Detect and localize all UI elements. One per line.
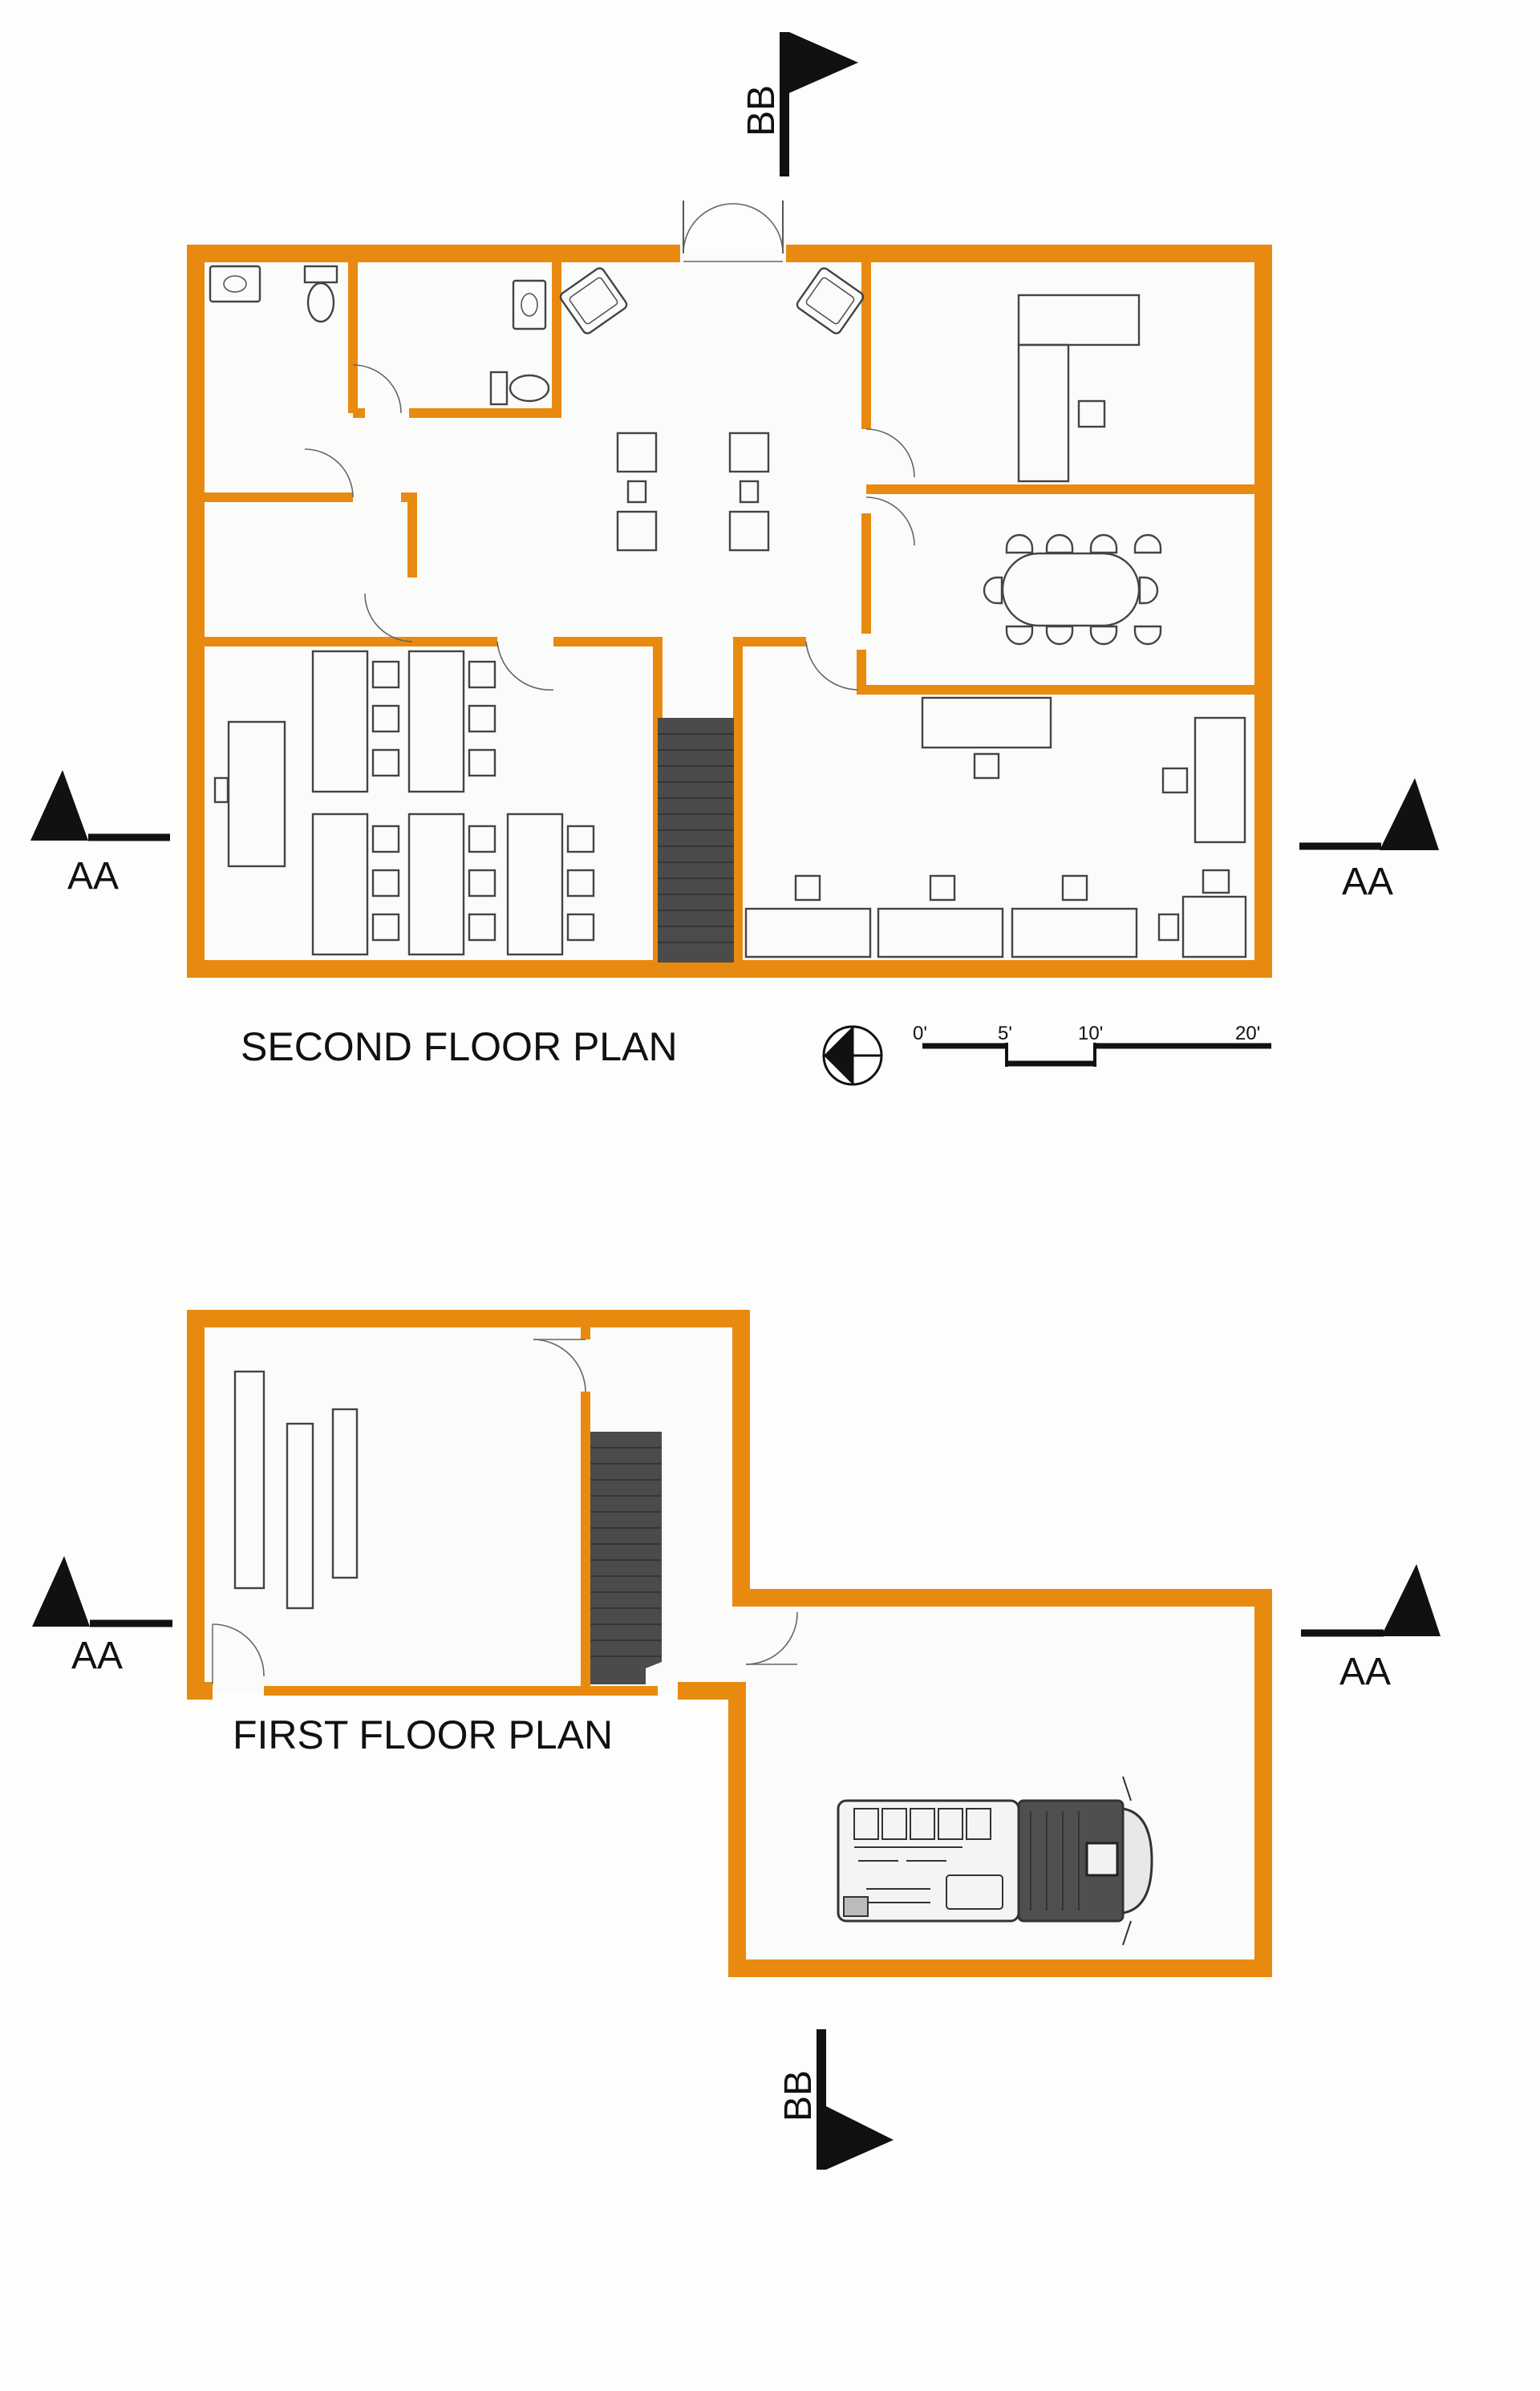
desk — [1194, 716, 1246, 844]
student-chairs — [371, 660, 595, 942]
section-label-aa: AA — [71, 1635, 123, 1677]
shelf — [286, 1422, 314, 1610]
section-flag-icon — [789, 32, 858, 93]
toilet-icon — [306, 282, 335, 323]
section-label-bb: BB — [740, 85, 783, 136]
side-table — [739, 480, 760, 504]
conference-chairs — [983, 533, 1162, 646]
second-floor-stairs — [658, 718, 734, 962]
section-label-aa: AA — [1339, 1651, 1391, 1693]
classroom-furniture — [213, 650, 595, 956]
first-floor-stairs — [590, 1432, 662, 1684]
door-swings — [304, 364, 915, 691]
section-label-aa: AA — [67, 855, 119, 898]
office-furniture — [1017, 294, 1141, 483]
workstation — [1011, 907, 1138, 958]
sink-icon — [512, 279, 547, 330]
section-flag-icon — [30, 770, 88, 841]
section-flag-icon — [826, 2106, 894, 2170]
scale-tick-label: 5' — [998, 1023, 1012, 1044]
section-marker-bb-top: BB — [740, 32, 858, 176]
shelf — [233, 1370, 265, 1590]
second-floor-walls — [187, 245, 1272, 978]
office-chair — [1077, 399, 1106, 428]
teacher-chair — [213, 776, 229, 804]
chair — [929, 874, 956, 902]
lobby-chair — [728, 510, 770, 552]
lobby-armchairs — [559, 267, 865, 334]
conference-room-furniture — [983, 533, 1162, 646]
workstation — [877, 907, 1004, 958]
scale-tick-label: 20' — [1235, 1023, 1260, 1044]
corner-desk — [1181, 895, 1247, 958]
lobby-chair — [616, 510, 658, 552]
section-marker-aa-right-upper: AA — [1299, 778, 1439, 903]
chair — [794, 874, 821, 902]
first-floor-title: FIRST FLOOR PLAN — [233, 1712, 613, 1757]
vehicle-top-view-icon — [837, 1776, 1153, 1946]
first-floor-plan — [187, 1310, 1272, 1977]
entry-double-door — [683, 201, 784, 262]
l-desk-return — [1017, 343, 1070, 483]
storage-shelves — [233, 1370, 359, 1610]
section-marker-aa-left-upper: AA — [30, 770, 170, 898]
second-floor-plan — [187, 201, 1272, 978]
section-label-bb: BB — [777, 2070, 820, 2122]
toilet-tank-icon — [489, 371, 509, 406]
shelf — [331, 1408, 359, 1579]
chair — [973, 752, 1000, 780]
armchair-icon — [559, 267, 628, 334]
sink-icon — [209, 265, 261, 303]
workroom-furniture — [744, 696, 1247, 958]
scale-bar: 0' 5' 10' 20' — [913, 1023, 1271, 1067]
section-flag-icon — [1380, 778, 1439, 850]
side-table — [626, 480, 647, 504]
section-marker-aa-left-lower: AA — [32, 1556, 172, 1677]
first-floor-walls — [187, 1310, 1272, 1977]
section-flag-icon — [1381, 1564, 1441, 1636]
second-floor-title: SECOND FLOOR PLAN — [241, 1024, 678, 1069]
student-desks — [311, 650, 564, 956]
staircase — [590, 1432, 662, 1684]
toilet-icon — [509, 374, 550, 403]
chair — [1202, 869, 1230, 894]
section-marker-bb-bottom: BB — [777, 2029, 894, 2170]
chair — [1157, 913, 1180, 942]
restroom-fixtures — [209, 265, 550, 406]
lobby-chair — [728, 432, 770, 473]
lobby-seating — [616, 432, 770, 552]
scale-tick-label: 0' — [913, 1023, 927, 1044]
first-floor-doors — [212, 1339, 798, 1684]
l-desk — [1017, 294, 1141, 346]
lobby-chair — [616, 432, 658, 473]
desk — [921, 696, 1052, 749]
section-marker-aa-right-lower: AA — [1301, 1564, 1441, 1693]
outer-wall — [187, 1310, 1272, 1977]
section-flag-icon — [32, 1556, 90, 1627]
chair — [1061, 874, 1088, 902]
chair — [1161, 767, 1189, 794]
section-label-aa: AA — [1342, 861, 1393, 903]
north-arrow-icon — [822, 1025, 883, 1086]
armchair-icon — [796, 267, 865, 334]
outer-wall — [187, 245, 1272, 978]
scale-tick-label: 10' — [1078, 1023, 1103, 1044]
staircase — [658, 718, 734, 962]
workstation — [744, 907, 872, 958]
